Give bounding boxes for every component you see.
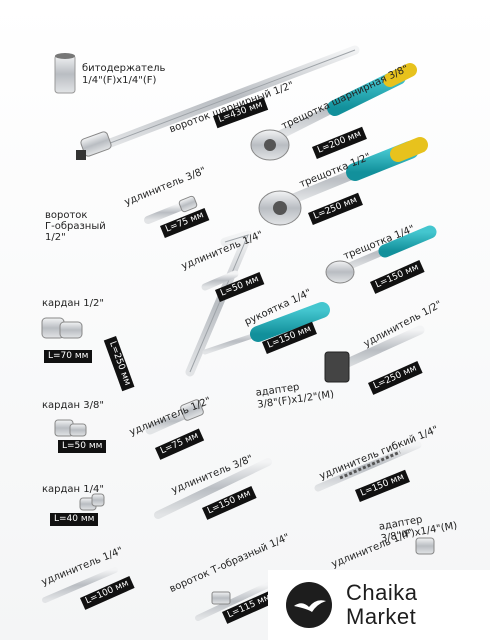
handle-14 xyxy=(202,302,330,355)
ujoint14-length: L=40 мм xyxy=(50,513,99,526)
ujoint14-label: кардан 1/4" xyxy=(42,484,104,495)
ujoint12-label: кардан 1/2" xyxy=(42,298,104,309)
extension-38-150 xyxy=(154,458,272,519)
ujoint38-label: кардан 3/8" xyxy=(42,400,104,411)
flex-ratchet-38 xyxy=(250,63,417,161)
extension-14-100 xyxy=(42,567,118,603)
u-joint-12 xyxy=(41,317,83,339)
ujoint38-length: L=50 мм xyxy=(58,440,107,453)
logo-line2: Market xyxy=(346,604,417,629)
u-joint-14 xyxy=(79,493,105,511)
breaker-bar xyxy=(76,45,360,160)
ujoint12-length: L=70 мм xyxy=(44,350,93,363)
seagull-icon xyxy=(286,582,332,628)
extension-38-75 xyxy=(144,195,198,224)
ratchet-14 xyxy=(325,225,437,284)
chaika-market-logo: Chaika Market xyxy=(268,570,490,640)
u-joint-38 xyxy=(54,419,87,437)
ratchet-12 xyxy=(258,137,428,226)
flexible-extension xyxy=(314,441,422,492)
extension-12-250 xyxy=(324,325,425,383)
logo-line1: Chaika xyxy=(346,580,418,605)
adapter-38-14 xyxy=(415,537,435,555)
extension-14-50 xyxy=(201,270,239,291)
l-bar xyxy=(185,230,253,377)
extension-12-75 xyxy=(145,399,204,435)
bit-holder xyxy=(54,53,76,94)
t-bar xyxy=(195,582,271,621)
